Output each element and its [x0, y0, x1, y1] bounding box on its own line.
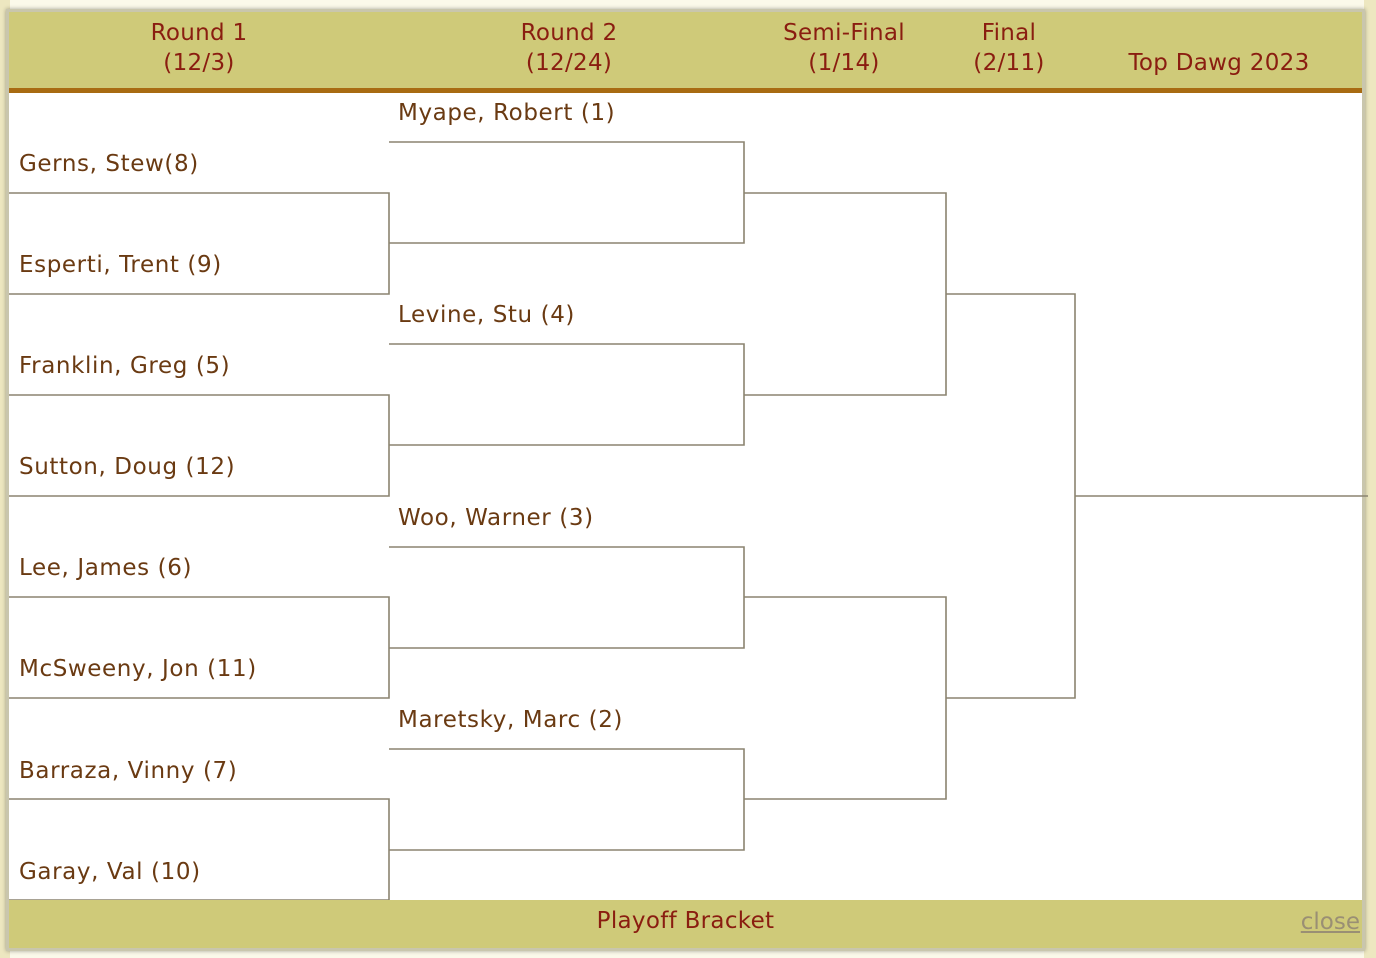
bracket-header: Round 1 (12/3) Round 2 (12/24) Semi-Fina…: [9, 12, 1362, 93]
footer-title: Playoff Bracket: [596, 908, 775, 934]
round2-match-1-connector: [389, 141, 745, 244]
round2-slot-3: Woo, Warner (3): [398, 505, 594, 531]
round1-slot-5: Lee, James (6): [19, 555, 193, 581]
playoff-bracket-dialog: Round 1 (12/3) Round 2 (12/24) Semi-Fina…: [6, 9, 1368, 951]
champion-heading: Top Dawg 2023: [1128, 50, 1310, 76]
close-link[interactable]: close: [1300, 909, 1360, 935]
round1-slot-4: Sutton, Doug (12): [19, 454, 236, 480]
round2-match-4-connector: [389, 748, 745, 851]
round1-match-3-connector: [9, 596, 390, 699]
background-left-strip: [0, 0, 10, 958]
round-2-heading: Round 2 (12/24): [520, 20, 618, 76]
final-connector: [946, 293, 1076, 699]
background-right-strip: [1364, 0, 1376, 958]
semi-final-2-connector: [744, 596, 947, 800]
round-1-heading: Round 1 (12/3): [150, 20, 248, 76]
round1-slot-7: Barraza, Vinny (7): [19, 758, 238, 784]
semi-final-heading: Semi-Final (1/14): [783, 20, 905, 76]
round1-slot-2: Esperti, Trent (9): [19, 252, 222, 278]
round2-slot-4: Maretsky, Marc (2): [398, 707, 623, 733]
round2-slot-2: Levine, Stu (4): [398, 302, 575, 328]
bracket-lines: [9, 141, 1368, 901]
bracket-footer: Playoff Bracket close: [9, 900, 1362, 948]
round1-slot-1: Gerns, Stew(8): [19, 151, 199, 177]
round1-match-1-connector: [9, 192, 390, 295]
round1-match-2-connector: [9, 394, 390, 497]
round2-slot-1: Myape, Robert (1): [398, 100, 616, 126]
semi-final-1-connector: [744, 192, 947, 396]
round1-slot-8: Garay, Val (10): [19, 859, 201, 885]
round2-match-3-connector: [389, 546, 745, 649]
round1-slot-3: Franklin, Greg (5): [19, 353, 231, 379]
round2-match-2-connector: [389, 343, 745, 446]
final-heading: Final (2/11): [973, 20, 1045, 76]
round1-slot-6: McSweeny, Jon (11): [19, 656, 257, 682]
